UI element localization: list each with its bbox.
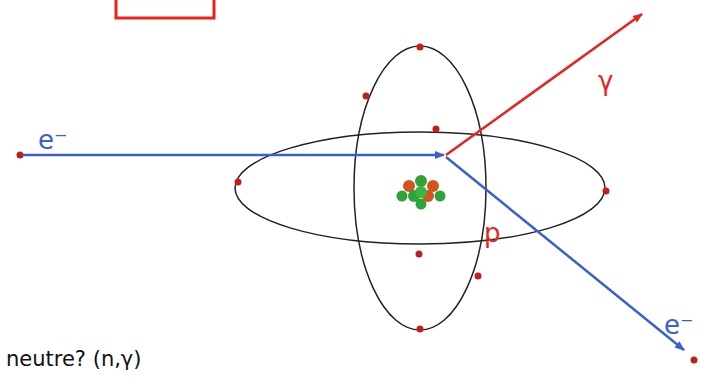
incoming-electron-track bbox=[22, 154, 444, 157]
particle-label: γ bbox=[598, 68, 613, 94]
particle-label: e⁻ bbox=[38, 127, 68, 153]
nucleus bbox=[397, 175, 446, 210]
highlight-box bbox=[116, 0, 214, 18]
particle-label: e⁻ bbox=[664, 312, 694, 338]
orbit bbox=[235, 132, 605, 244]
orbital-electrons bbox=[235, 44, 610, 333]
particle-label: p bbox=[484, 220, 501, 246]
orbit bbox=[354, 46, 486, 330]
electron-dot bbox=[691, 357, 698, 364]
note-text: neutre? (n,γ) bbox=[6, 349, 142, 370]
outgoing-electron-track bbox=[446, 157, 684, 350]
photon-track bbox=[446, 14, 642, 155]
